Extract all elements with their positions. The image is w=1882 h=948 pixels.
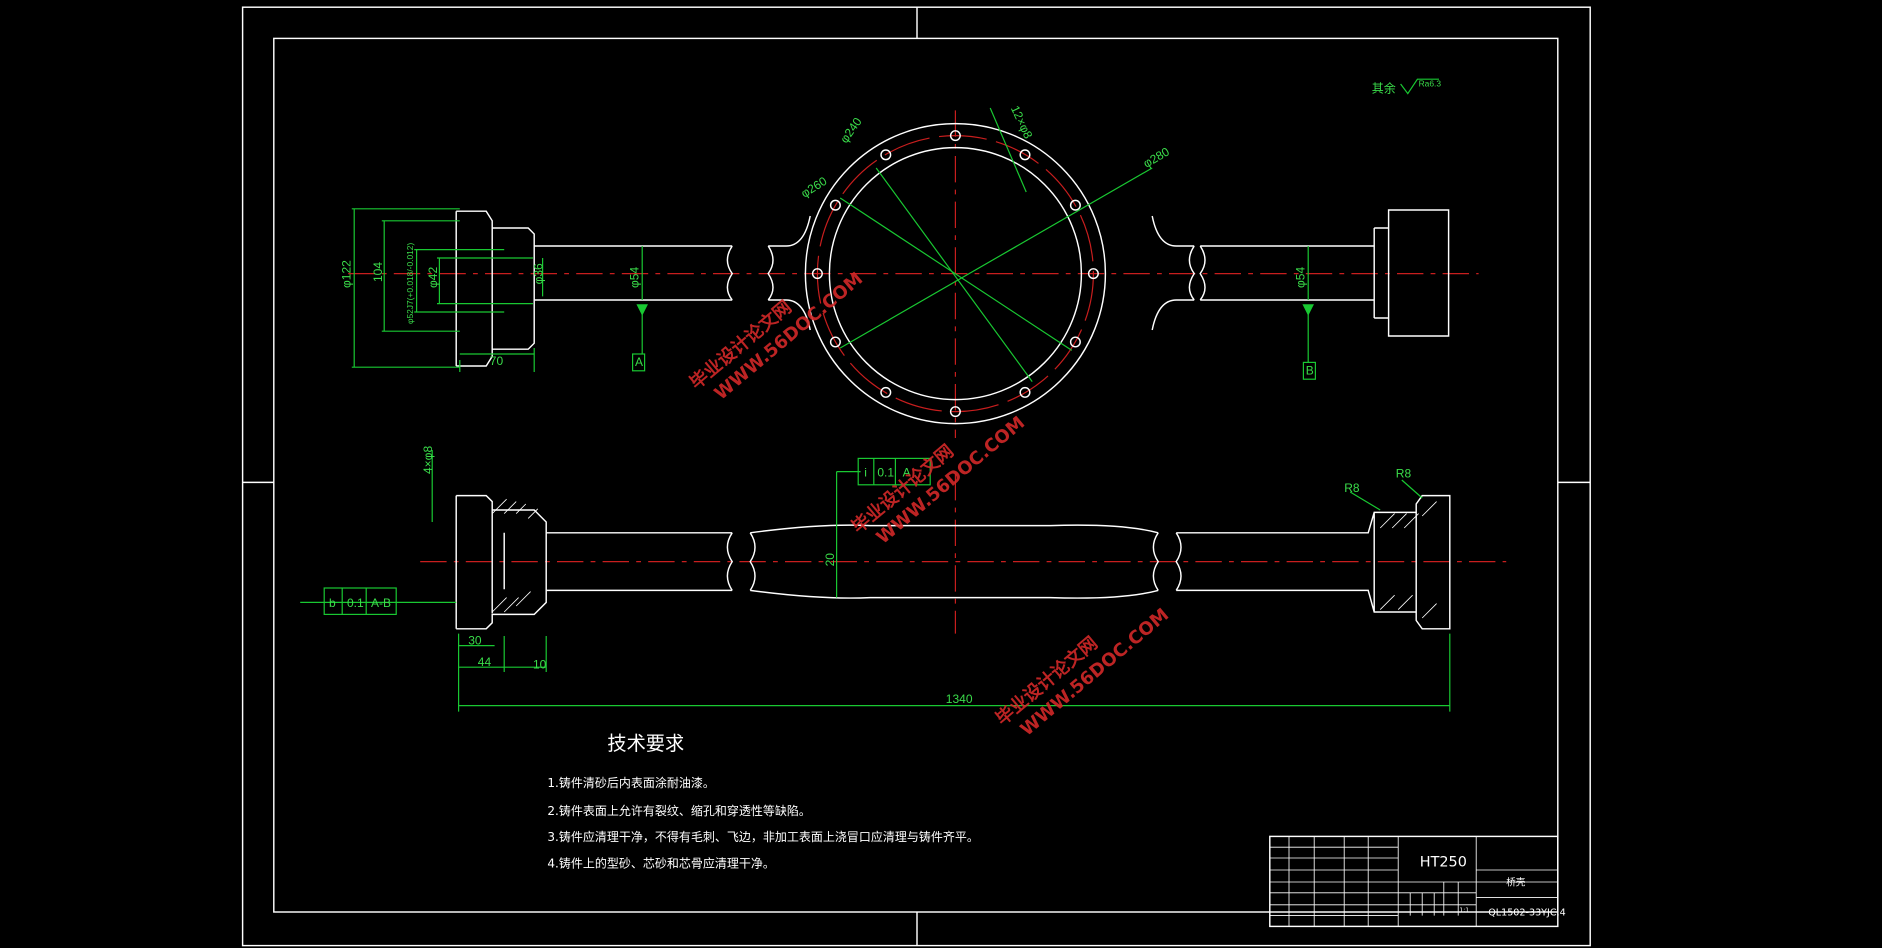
- svg-text:Ra6.3: Ra6.3: [1419, 78, 1442, 88]
- svg-text:30: 30: [468, 633, 482, 647]
- svg-text:0.1: 0.1: [347, 596, 364, 610]
- svg-text:20: 20: [823, 553, 837, 567]
- svg-text:φ52J7(+0.018/-0.012): φ52J7(+0.018/-0.012): [405, 243, 415, 324]
- title-block: HT250 桥壳 QL1502-33YJC.4 1:1: [1269, 835, 1566, 928]
- svg-text:φ42: φ42: [426, 267, 440, 288]
- svg-text:104: 104: [371, 262, 385, 282]
- svg-text:φ240: φ240: [837, 115, 865, 146]
- inner-border: [273, 37, 1559, 913]
- svg-text:3.铸件应清理干净，不得有毛刺、飞边，非加工表面上浇冒口应清: 3.铸件应清理干净，不得有毛刺、飞边，非加工表面上浇冒口应清理与铸件齐平。: [547, 829, 978, 844]
- svg-text:4×φ8: 4×φ8: [421, 446, 435, 474]
- svg-text:QL1502-33YJC.4: QL1502-33YJC.4: [1488, 908, 1566, 919]
- svg-text:44: 44: [478, 655, 492, 669]
- svg-text:1340: 1340: [946, 692, 973, 706]
- svg-text:R8: R8: [1396, 467, 1412, 481]
- svg-text:φ36: φ36: [532, 263, 546, 284]
- svg-text:2.铸件表面上允许有裂纹、缩孔和穿透性等缺陷。: 2.铸件表面上允许有裂纹、缩孔和穿透性等缺陷。: [547, 803, 810, 818]
- front-view: 4×φ8 30 44 10 20 1340 R8 R8 b 0.1 A-B i …: [300, 446, 1507, 712]
- svg-text:4.铸件上的型砂、芯砂和芯骨应清理干净。: 4.铸件上的型砂、芯砂和芯骨应清理干净。: [547, 856, 774, 871]
- svg-text:R8: R8: [1344, 481, 1360, 495]
- svg-text:φ280: φ280: [1141, 144, 1172, 170]
- svg-text:技术要求: 技术要求: [607, 732, 684, 755]
- svg-text:A: A: [635, 355, 643, 369]
- svg-text:1:1: 1:1: [1459, 907, 1469, 914]
- roughness-note: 其余 Ra6.3: [1372, 78, 1442, 95]
- center-marks: [242, 7, 1591, 946]
- svg-text:φ122: φ122: [340, 260, 354, 288]
- svg-text:i: i: [864, 465, 867, 479]
- svg-text:1.铸件清砂后内表面涂耐油漆。: 1.铸件清砂后内表面涂耐油漆。: [547, 775, 714, 790]
- technical-requirements: 技术要求 1.铸件清砂后内表面涂耐油漆。 2.铸件表面上允许有裂纹、缩孔和穿透性…: [547, 732, 978, 871]
- svg-text:0.1: 0.1: [877, 465, 894, 479]
- svg-text:桥壳: 桥壳: [1506, 877, 1526, 889]
- svg-text:70: 70: [490, 354, 504, 368]
- svg-text:φ260: φ260: [798, 174, 829, 201]
- top-view: φ122 104 φ52J7(+0.018/-0.012) φ42 φ36 70…: [340, 103, 1479, 438]
- svg-text:φ54: φ54: [1294, 267, 1308, 288]
- svg-text:b: b: [329, 596, 336, 610]
- svg-text:φ54: φ54: [628, 267, 642, 288]
- svg-text:B: B: [1306, 363, 1314, 377]
- svg-text:10: 10: [533, 657, 547, 671]
- svg-text:A-B: A-B: [371, 596, 391, 610]
- svg-text:HT250: HT250: [1420, 854, 1467, 870]
- svg-text:其余: 其余: [1372, 80, 1396, 95]
- bolt-holes: [811, 130, 1099, 418]
- svg-text:A: A: [903, 465, 911, 479]
